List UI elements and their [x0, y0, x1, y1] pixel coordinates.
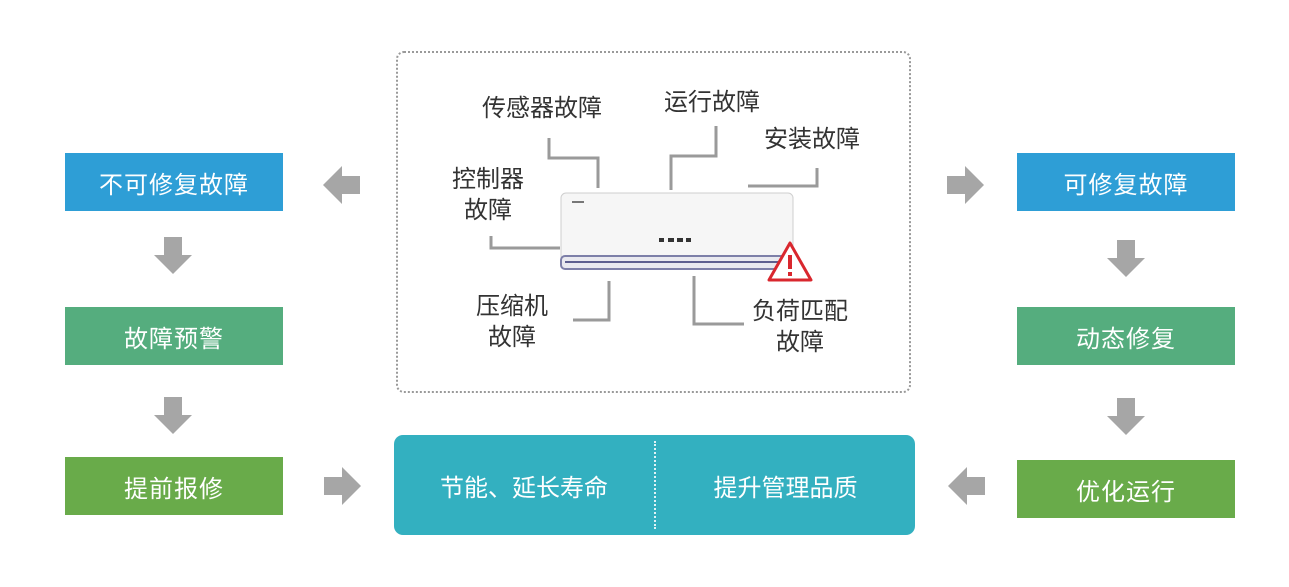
load-connector — [692, 276, 744, 326]
run-connector — [669, 126, 718, 190]
down-arrow-icon — [1107, 398, 1145, 435]
dynamic-repair-label: 动态修复 — [1076, 324, 1176, 353]
compressor-fault-label: 压缩机 故障 — [476, 291, 548, 353]
compressor-connector — [573, 281, 611, 322]
outcome-left: 节能、延长寿命 — [394, 435, 654, 535]
energy-saving-label: 节能、延长寿命 — [440, 473, 608, 502]
controller-fault-label: 控制器 故障 — [452, 164, 524, 226]
repairable-fault-box: 可修复故障 — [1017, 153, 1235, 211]
controller-fault-line1: 控制器 — [452, 165, 524, 193]
left-arrow-icon — [948, 467, 985, 505]
sensor-fault-label: 传感器故障 — [482, 94, 602, 122]
outcome-bar: 节能、延长寿命 提升管理品质 — [394, 435, 915, 535]
fault-warning-label: 故障预警 — [124, 324, 224, 353]
warning-icon — [767, 241, 813, 282]
install-fault-label: 安装故障 — [764, 125, 860, 153]
load-fault-label: 负荷匹配 故障 — [752, 296, 848, 358]
dynamic-repair-box: 动态修复 — [1017, 307, 1235, 365]
load-fault-line1: 负荷匹配 — [752, 297, 848, 325]
down-arrow-icon — [154, 237, 192, 274]
run-fault-label: 运行故障 — [664, 88, 760, 116]
compressor-fault-line2: 故障 — [488, 323, 536, 351]
sensor-connector — [547, 138, 600, 188]
right-arrow-icon — [947, 166, 984, 204]
management-quality-label: 提升管理品质 — [713, 473, 858, 502]
air-conditioner-icon — [560, 192, 794, 270]
optimized-operation-label: 优化运行 — [1076, 477, 1176, 506]
early-repair-label: 提前报修 — [124, 474, 224, 503]
irreparable-fault-box: 不可修复故障 — [65, 153, 283, 211]
controller-connector — [489, 236, 560, 250]
controller-fault-line2: 故障 — [464, 196, 512, 224]
repairable-fault-label: 可修复故障 — [1063, 170, 1189, 199]
install-connector — [748, 168, 819, 188]
down-arrow-icon — [1107, 240, 1145, 277]
load-fault-line2: 故障 — [776, 328, 824, 356]
left-arrow-icon — [323, 166, 360, 204]
down-arrow-icon — [154, 397, 192, 434]
fault-warning-box: 故障预警 — [65, 307, 283, 365]
irreparable-fault-label: 不可修复故障 — [99, 170, 249, 199]
right-arrow-icon — [324, 467, 361, 505]
compressor-fault-line1: 压缩机 — [476, 292, 548, 320]
outcome-divider — [654, 441, 656, 529]
early-repair-box: 提前报修 — [65, 457, 283, 515]
fault-source-frame — [396, 51, 911, 393]
optimized-operation-box: 优化运行 — [1017, 460, 1235, 518]
outcome-right: 提升管理品质 — [656, 435, 915, 535]
